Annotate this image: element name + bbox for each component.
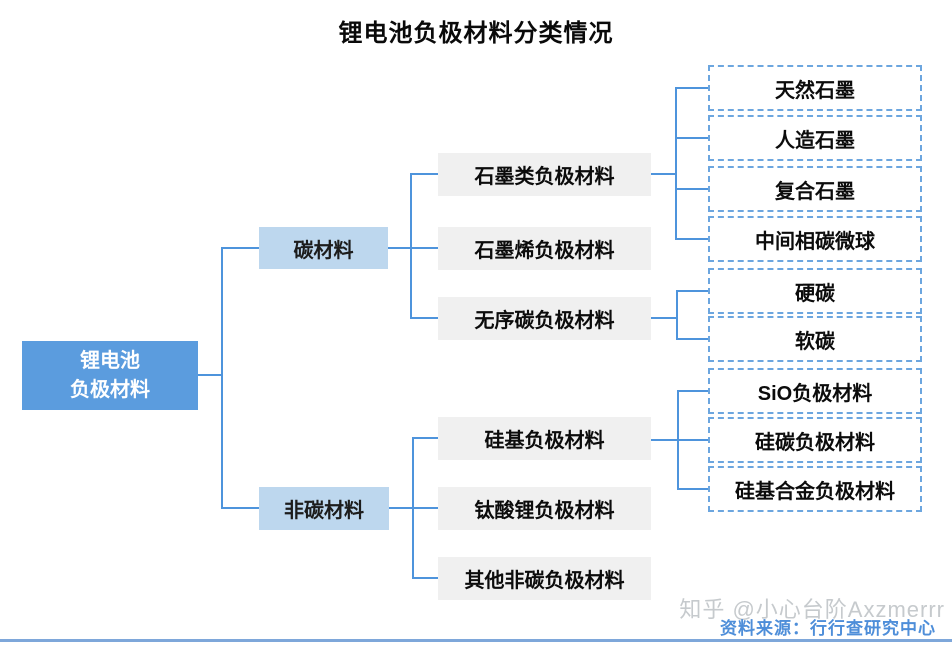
connector-graphite-to-leaves bbox=[651, 87, 708, 240]
zhihu-watermark: 知乎 @小心台阶Axzmerrr bbox=[679, 597, 945, 622]
leaf-hard-carbon: 硬碳 bbox=[708, 268, 922, 314]
leaf-natural-graphite: 天然石墨 bbox=[708, 65, 922, 111]
node-root-line1: 锂电池 bbox=[80, 349, 140, 372]
diagram-title: 锂电池负极材料分类情况 bbox=[338, 20, 614, 47]
node-disordered-carbon-anode: 无序碳负极材料 bbox=[438, 297, 651, 340]
connector-silicon-to-leaves bbox=[651, 390, 708, 490]
leaf-sio-anode: SiO负极材料 bbox=[708, 368, 922, 414]
leaf-mcmb: 中间相碳微球 bbox=[708, 216, 922, 262]
node-root-line2: 负极材料 bbox=[70, 378, 150, 401]
leaf-composite-graphite: 复合石墨 bbox=[708, 166, 922, 212]
node-carbon-materials: 碳材料 bbox=[259, 227, 388, 269]
leaf-soft-carbon: 软碳 bbox=[708, 316, 922, 362]
source-attribution: 资料来源：行行查研究中心 bbox=[720, 619, 936, 638]
connector-noncarbon-to-children bbox=[389, 437, 438, 579]
node-graphene-anode: 石墨烯负极材料 bbox=[438, 227, 651, 270]
node-silicon-anode: 硅基负极材料 bbox=[438, 417, 651, 460]
connector-carbon-to-children bbox=[388, 173, 438, 319]
leaf-silicon-alloy-anode: 硅基合金负极材料 bbox=[708, 466, 922, 512]
node-noncarbon-materials: 非碳材料 bbox=[259, 487, 389, 530]
connector-root-to-branches bbox=[198, 247, 259, 509]
node-other-noncarbon-anode: 其他非碳负极材料 bbox=[438, 557, 651, 600]
node-root: 锂电池 负极材料 bbox=[22, 341, 198, 410]
leaf-silicon-carbon-anode: 硅碳负极材料 bbox=[708, 417, 922, 463]
leaf-artificial-graphite: 人造石墨 bbox=[708, 115, 922, 161]
bottom-accent-bar bbox=[0, 639, 952, 642]
connector-disordered-to-leaves bbox=[651, 290, 708, 340]
node-graphite-anode: 石墨类负极材料 bbox=[438, 153, 651, 196]
node-lto-anode: 钛酸锂负极材料 bbox=[438, 487, 651, 530]
